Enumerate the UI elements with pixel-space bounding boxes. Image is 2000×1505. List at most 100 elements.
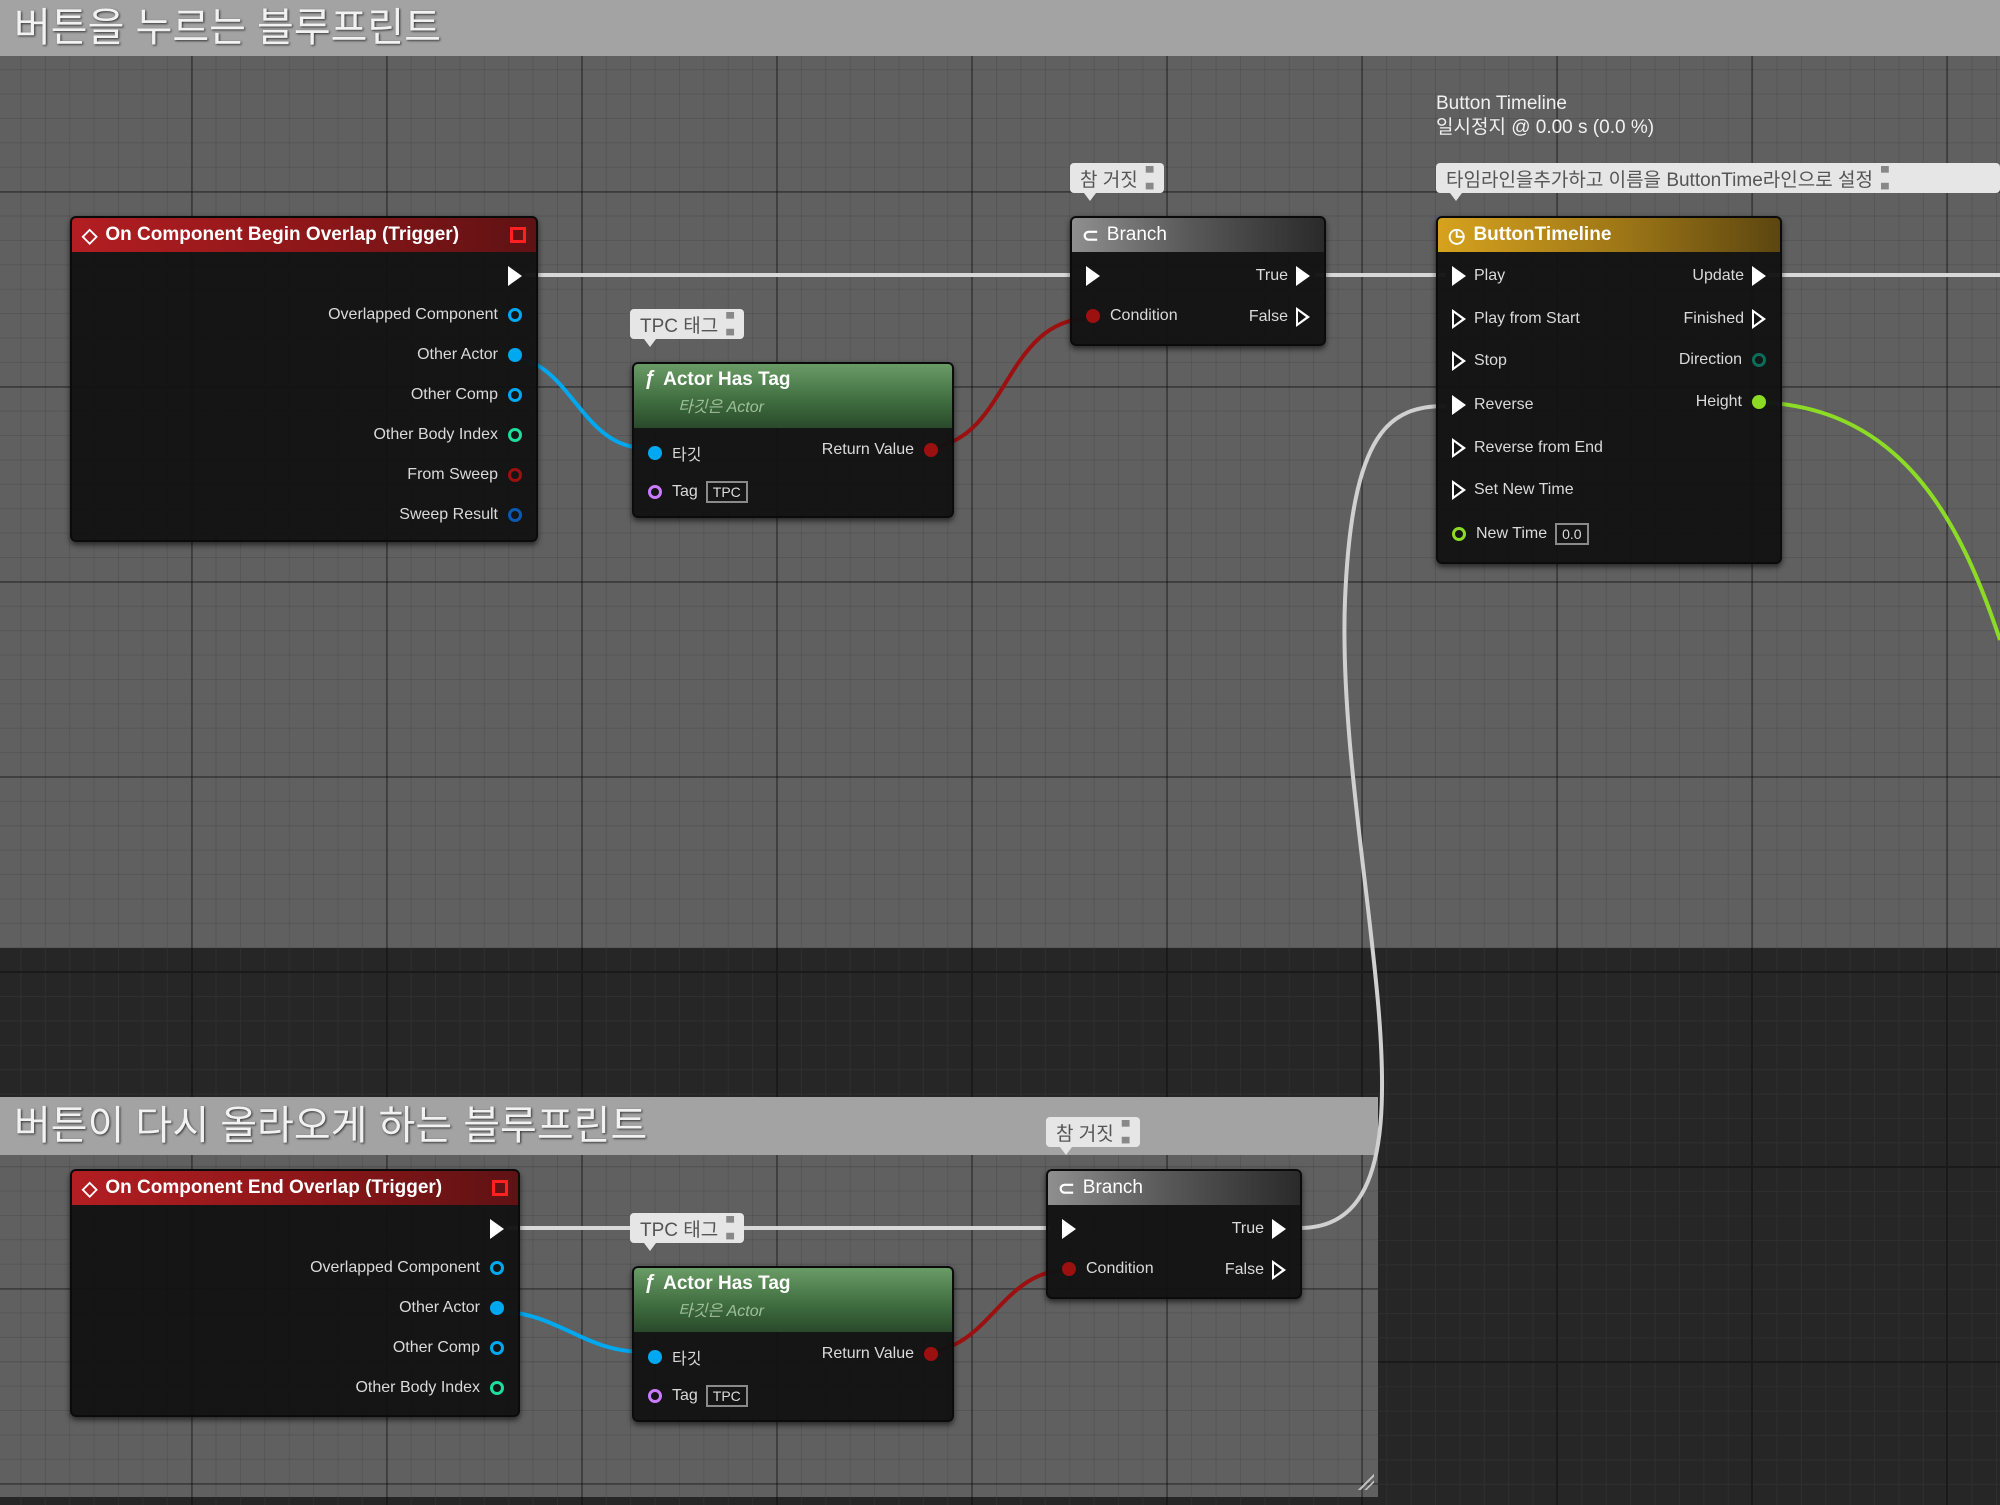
timeline-node-button-timeline[interactable]: ◷ ButtonTimeline Play Play from Start St… xyxy=(1436,216,1782,564)
object-pin-icon[interactable] xyxy=(508,348,522,362)
exec-arrow-icon[interactable] xyxy=(1452,480,1466,500)
pin-target[interactable]: 타깃 xyxy=(648,1345,701,1369)
exec-arrow-icon[interactable] xyxy=(1296,266,1310,286)
pin-target[interactable]: 타깃 xyxy=(648,441,701,465)
float-pin-icon[interactable] xyxy=(1752,395,1766,409)
exec-output-pin[interactable] xyxy=(490,1219,504,1239)
bool-pin-icon[interactable] xyxy=(924,1347,938,1361)
pin-overlapped-component[interactable]: Overlapped Component xyxy=(310,1259,504,1277)
exec-output-pin[interactable] xyxy=(508,266,522,286)
pin-false[interactable]: False xyxy=(1225,1260,1286,1280)
bool-pin-icon[interactable] xyxy=(924,443,938,457)
pin-reverse-from-end[interactable]: Reverse from End xyxy=(1452,438,1603,458)
pin-set-new-time[interactable]: Set New Time xyxy=(1452,480,1574,500)
object-pin-icon[interactable] xyxy=(490,1301,504,1315)
comment-title-release[interactable]: 버튼이 다시 올라오게 하는 블루프린트 xyxy=(0,1097,1378,1155)
exec-arrow-icon[interactable] xyxy=(508,266,522,286)
bool-pin-icon[interactable] xyxy=(1086,309,1100,323)
object-pin-icon[interactable] xyxy=(508,388,522,402)
name-pin-icon[interactable] xyxy=(648,1389,662,1403)
object-pin-icon[interactable] xyxy=(648,1350,662,1364)
float-pin-icon[interactable] xyxy=(1452,527,1466,541)
exec-arrow-icon[interactable] xyxy=(490,1219,504,1239)
delegate-pin-icon[interactable] xyxy=(510,227,526,243)
event-node-end-overlap[interactable]: ◇ On Component End Overlap (Trigger) Ove… xyxy=(70,1169,520,1417)
exec-arrow-icon[interactable] xyxy=(1272,1219,1286,1239)
bool-pin-icon[interactable] xyxy=(1062,1262,1076,1276)
tag-value-input[interactable]: TPC xyxy=(705,481,748,503)
pin-play-from-start[interactable]: Play from Start xyxy=(1452,309,1580,329)
pin-stop[interactable]: Stop xyxy=(1452,351,1507,371)
branch-node-header[interactable]: ⊂ Branch xyxy=(1048,1171,1300,1205)
new-time-input[interactable]: 0.0 xyxy=(1555,523,1589,545)
exec-arrow-icon[interactable] xyxy=(1452,351,1466,371)
comment-bubble-tag-bottom[interactable]: TPC 태그▀▄ xyxy=(630,1213,745,1251)
pin-other-comp[interactable]: Other Comp xyxy=(411,386,522,404)
object-pin-icon[interactable] xyxy=(648,446,662,460)
event-node-begin-overlap[interactable]: ◇ On Component Begin Overlap (Trigger) O… xyxy=(70,216,538,542)
comment-bubble-branch-top[interactable]: 참 거짓▀▄ xyxy=(1070,163,1164,201)
exec-arrow-icon[interactable] xyxy=(1452,266,1466,286)
delegate-pin-icon[interactable] xyxy=(492,1180,508,1196)
pin-icon[interactable]: ▀▄ xyxy=(1880,167,1889,189)
exec-arrow-icon[interactable] xyxy=(1752,266,1766,286)
pin-update[interactable]: Update xyxy=(1692,266,1766,286)
pin-true[interactable]: True xyxy=(1232,1219,1286,1239)
pin-other-body-index[interactable]: Other Body Index xyxy=(355,1379,504,1397)
tag-value-input[interactable]: TPC xyxy=(705,1385,748,1407)
pin-direction[interactable]: Direction xyxy=(1679,351,1766,369)
enum-pin-icon[interactable] xyxy=(1752,353,1766,367)
pin-false[interactable]: False xyxy=(1249,307,1310,327)
comment-title-press[interactable]: 버튼을 누르는 블루프린트 xyxy=(0,0,2000,56)
comment-bubble-tag-top[interactable]: TPC 태그▀▄ xyxy=(630,309,745,347)
int-pin-icon[interactable] xyxy=(508,428,522,442)
exec-arrow-icon[interactable] xyxy=(1452,395,1466,415)
branch-node-header[interactable]: ⊂ Branch xyxy=(1072,218,1324,252)
pin-icon[interactable]: ▀▄ xyxy=(1121,1121,1130,1143)
comment-resize-handle[interactable] xyxy=(1358,1474,1374,1490)
comment-bubble-branch-bottom[interactable]: 참 거짓▀▄ xyxy=(1046,1117,1140,1155)
pin-height[interactable]: Height xyxy=(1696,393,1766,411)
pin-finished[interactable]: Finished xyxy=(1684,309,1766,329)
pin-reverse[interactable]: Reverse xyxy=(1452,395,1534,415)
pin-return-value[interactable]: Return Value xyxy=(822,1345,938,1363)
exec-arrow-icon[interactable] xyxy=(1452,438,1466,458)
exec-arrow-icon[interactable] xyxy=(1296,307,1310,327)
pin-icon[interactable]: ▀▄ xyxy=(726,313,735,335)
pin-other-actor[interactable]: Other Actor xyxy=(399,1299,504,1317)
exec-arrow-icon[interactable] xyxy=(1086,266,1100,286)
bool-pin-icon[interactable] xyxy=(508,468,522,482)
object-pin-icon[interactable] xyxy=(490,1341,504,1355)
exec-arrow-icon[interactable] xyxy=(1452,309,1466,329)
event-node-header[interactable]: ◇ On Component End Overlap (Trigger) xyxy=(72,1171,518,1205)
timeline-node-header[interactable]: ◷ ButtonTimeline xyxy=(1438,218,1780,252)
pin-condition[interactable]: Condition xyxy=(1062,1260,1154,1278)
pin-other-body-index[interactable]: Other Body Index xyxy=(373,426,522,444)
exec-arrow-icon[interactable] xyxy=(1272,1260,1286,1280)
exec-arrow-icon[interactable] xyxy=(1752,309,1766,329)
pin-overlapped-component[interactable]: Overlapped Component xyxy=(328,306,522,324)
struct-pin-icon[interactable] xyxy=(508,508,522,522)
object-pin-icon[interactable] xyxy=(508,308,522,322)
branch-node-top[interactable]: ⊂ Branch True Condition False xyxy=(1070,216,1326,346)
pin-condition[interactable]: Condition xyxy=(1086,307,1178,325)
branch-node-bottom[interactable]: ⊂ Branch True Condition False xyxy=(1046,1169,1302,1299)
pin-icon[interactable]: ▀▄ xyxy=(726,1217,735,1239)
int-pin-icon[interactable] xyxy=(490,1381,504,1395)
pin-from-sweep[interactable]: From Sweep xyxy=(407,466,522,484)
object-pin-icon[interactable] xyxy=(490,1261,504,1275)
pin-play[interactable]: Play xyxy=(1452,266,1505,286)
pin-icon[interactable]: ▀▄ xyxy=(1145,167,1154,189)
pin-true[interactable]: True xyxy=(1256,266,1310,286)
pin-sweep-result[interactable]: Sweep Result xyxy=(399,506,522,524)
exec-arrow-icon[interactable] xyxy=(1062,1219,1076,1239)
name-pin-icon[interactable] xyxy=(648,485,662,499)
exec-input-pin[interactable] xyxy=(1086,266,1100,286)
